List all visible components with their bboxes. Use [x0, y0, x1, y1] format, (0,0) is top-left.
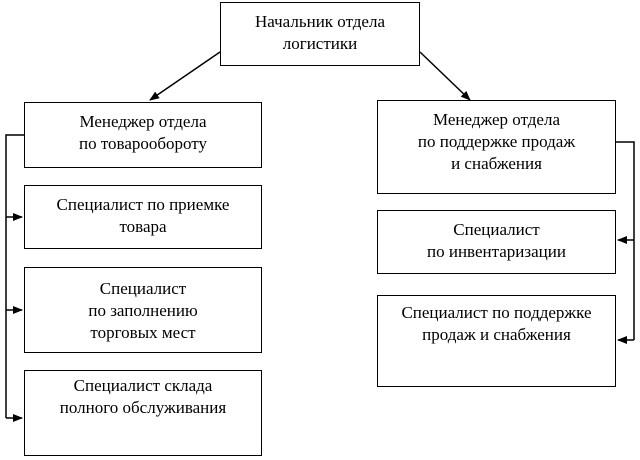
- manager-node-left: Менеджер отдела по товарообороту: [24, 102, 262, 168]
- manager-left-line-1: Менеджер отдела: [79, 112, 207, 131]
- child-left-2-line-1: Специалист: [99, 279, 187, 298]
- child-right-2-line-1: Специалист по поддержке: [401, 303, 592, 322]
- child-right-1-line-1: Специалист: [453, 220, 540, 239]
- child-right-1-line-2: по инвентаризации: [427, 242, 566, 261]
- root-line-1: Начальник отдела: [254, 12, 386, 31]
- child-node-right-1: Специалист по инвентаризации: [377, 210, 616, 274]
- child-left-2-line-2: по заполнению: [88, 301, 198, 320]
- root-line-2: логистики: [282, 34, 358, 53]
- manager-node-right: Менеджер отдела по поддержке продаж и сн…: [377, 100, 616, 194]
- child-node-left-3: Специалист склада полного обслуживания: [24, 370, 262, 456]
- manager-right-line-2: по поддержке продаж: [417, 132, 576, 151]
- child-left-2-line-3: торговых мест: [90, 323, 196, 342]
- manager-left-line-2: по товарообороту: [78, 134, 208, 153]
- child-right-2-line-2: продаж и снабжения: [422, 325, 571, 344]
- manager-right-line-1: Менеджер отдела: [432, 110, 561, 129]
- connector-left-spine: [5, 134, 24, 418]
- child-left-1-line-1: Специалист по приемке: [56, 195, 230, 214]
- child-node-right-2: Специалист по поддержке продаж и снабжен…: [377, 295, 616, 387]
- child-left-1-line-2: товара: [119, 217, 167, 236]
- root-node: Начальник отдела логистики: [220, 2, 420, 66]
- manager-right-line-3: и снабжения: [451, 154, 542, 173]
- connector-root-to-left-manager: [149, 51, 221, 101]
- child-left-3-line-2: полного обслуживания: [59, 398, 227, 417]
- connector-right-spine: [616, 141, 635, 340]
- child-node-left-2: Специалист по заполнению торговых мест: [24, 267, 262, 353]
- child-left-3-line-1: Специалист склада: [73, 376, 213, 395]
- connector-root-to-right-manager: [419, 51, 471, 101]
- child-node-left-1: Специалист по приемке товара: [24, 185, 262, 249]
